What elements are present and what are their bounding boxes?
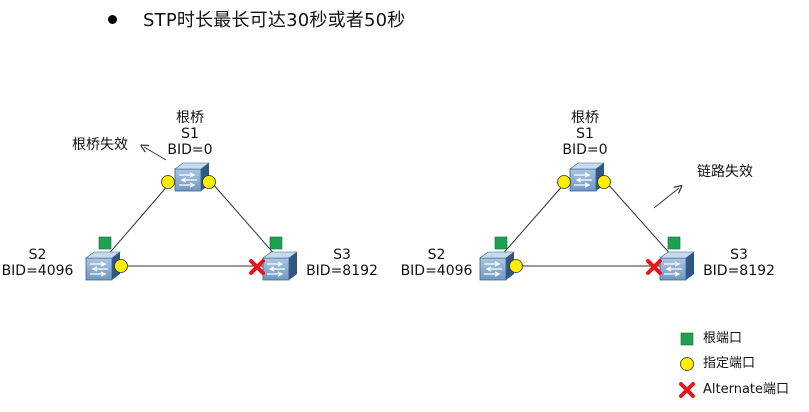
bullet-item: STP时长最长可达30秒或者50秒 [108,6,405,32]
alternate-port-s3 [646,259,662,275]
switch-s3-bid: BID=8192 [703,263,775,279]
root-bridge-label: 根桥 S1 BID=0 [555,110,615,158]
root-bridge-label: 根桥 S1 BID=0 [160,110,220,158]
legend-designated-port-label: 指定端口 [703,356,756,371]
alternate-port-s3 [249,259,265,275]
legend-alternate-port-icon [679,382,695,398]
designated-port-s1-right [597,175,611,189]
switch-s3-label: S3 BID=8192 [701,247,777,279]
designated-port-s1-right [202,175,216,189]
link-s1-s3 [211,182,277,257]
switch-s2-name: S2 [28,247,47,263]
bullet-text: STP时长最长可达30秒或者50秒 [143,10,406,31]
designated-port-s2-right [114,259,128,273]
root-bridge-title: 根桥 [176,110,204,126]
root-bridge-title: 根桥 [571,110,599,126]
root-bridge-bid: BID=0 [562,142,608,158]
root-bridge-name: S1 [576,126,594,142]
left-scenario [85,147,298,281]
root-bridge-bid: BID=0 [167,142,213,158]
designated-port-s1-left [557,175,571,189]
failure-label: 链路失效 [697,164,753,180]
switch-icon-s2 [479,251,515,281]
switch-s2-label: S2 BID=4096 [0,247,75,279]
root-bridge-name: S1 [181,126,199,142]
root-port-s3 [269,236,283,250]
switch-s3-label: S3 BID=8192 [304,247,380,279]
switch-s2-name: S2 [427,247,446,263]
right-scenario [479,162,695,281]
switch-s3-bid: BID=8192 [306,263,378,279]
link-s1-s3 [606,182,673,257]
switch-icon-s3 [262,251,298,281]
switch-icon-s3 [659,251,695,281]
legend-alternate-port-label: Alternate端口 [703,382,790,397]
bullet-dot-icon [108,14,117,24]
root-port-s2 [98,236,112,250]
designated-port-s2-right [509,259,523,273]
failure-arrow [653,188,679,209]
switch-s2-bid: BID=4096 [400,263,473,279]
legend-root-port-label: 根端口 [703,331,743,346]
legend-root-port-icon [680,332,694,346]
switch-icon-s1 [174,162,210,192]
designated-port-s1-left [161,175,175,189]
switch-s2-bid: BID=4096 [1,263,74,279]
link-s1-s2 [500,182,566,257]
switch-s3-name: S3 [333,247,351,263]
legend-designated-port-icon [680,357,694,371]
switch-s2-label: S2 BID=4096 [399,247,474,279]
switch-s3-name: S3 [730,247,748,263]
root-port-s2 [494,236,508,250]
root-port-s3 [667,236,681,250]
link-s1-s2 [106,182,171,257]
failure-arrow [144,147,167,161]
switch-icon-s1 [569,162,605,192]
failure-label: 根桥失效 [72,137,128,153]
